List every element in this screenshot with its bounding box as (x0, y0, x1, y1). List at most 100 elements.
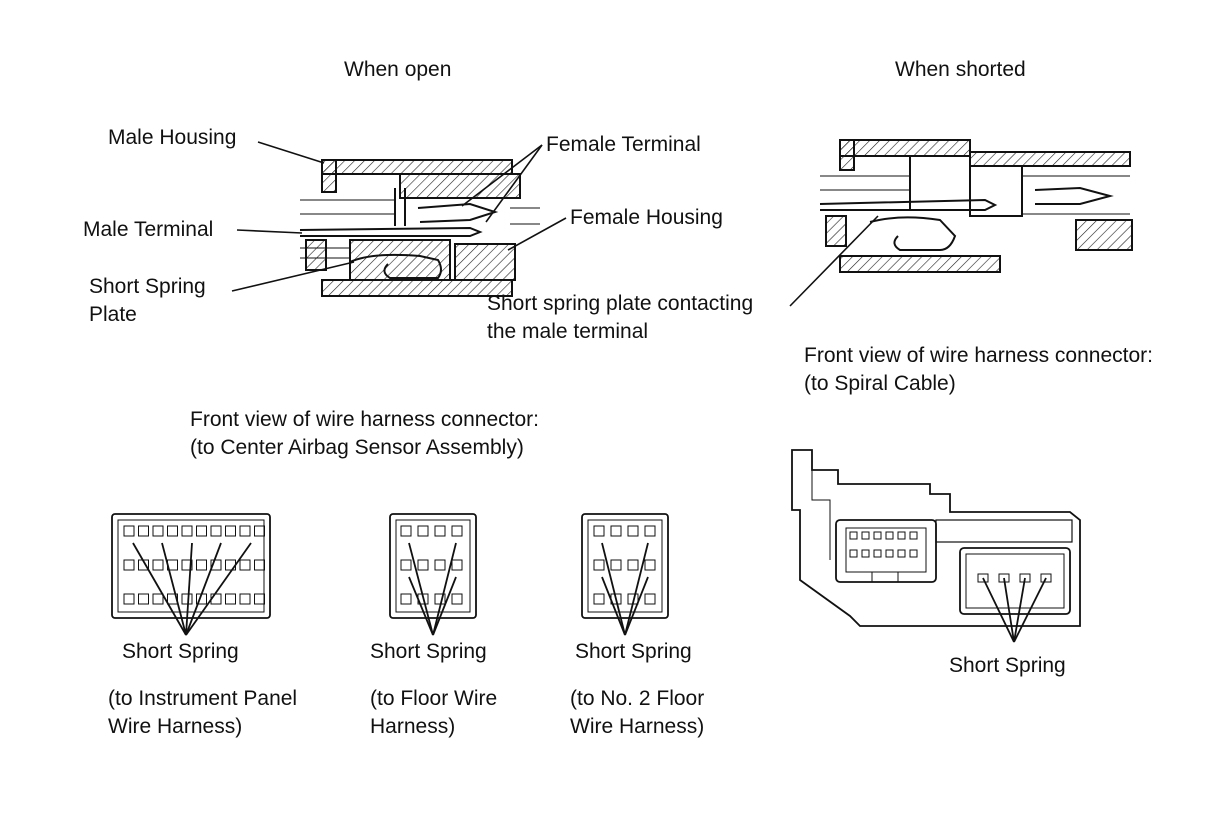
shorted-male-housing-bottom (839, 255, 1001, 273)
terminal-cavity (977, 573, 989, 583)
terminal-cavity (417, 559, 429, 571)
female-terminal-contact (417, 202, 499, 223)
connector-body (389, 513, 477, 619)
terminal-cavity (451, 593, 463, 605)
terminal-cavity (123, 525, 135, 537)
terminal-cavity (152, 559, 164, 571)
connector-body (581, 513, 669, 619)
connector-desc-3-line1: (to No. 2 Floor (570, 687, 705, 710)
terminal-cavity (593, 559, 605, 571)
shorted-female-terminal (1034, 186, 1114, 205)
connector-no2-floor (581, 513, 669, 636)
terminal-cavity (239, 525, 251, 537)
terminal-cavity (254, 593, 265, 605)
shorted-connector-section (819, 139, 1133, 273)
terminal-cavity (138, 593, 149, 605)
terminal-cavity (254, 525, 265, 537)
shorted-female-housing-lower (1075, 219, 1133, 251)
connector-instrument-panel (111, 513, 271, 636)
terminal-cavity (196, 559, 207, 571)
label-contacting-1: Short spring plate contacting (487, 292, 754, 315)
terminal-cavity (610, 525, 622, 537)
terminal-cavity (210, 525, 222, 537)
label-short-spring-plate-2: Plate (89, 303, 137, 326)
connector-desc-1-line2: Wire Harness) (108, 715, 243, 738)
terminal-cavity (210, 559, 222, 571)
terminal-cavity (849, 549, 858, 558)
connector-spiral-cable (791, 449, 1081, 643)
male-housing-top (321, 159, 513, 175)
center-heading-2: (to Center Airbag Sensor Assembly) (190, 436, 524, 459)
terminal-cavity (593, 525, 605, 537)
label-short-spring-plate-1: Short Spring (89, 275, 206, 298)
terminal-cavity (167, 525, 178, 537)
connector-desc-2-line2: Harness) (370, 715, 456, 738)
terminal-cavity (181, 593, 193, 605)
terminal-cavity (400, 593, 412, 605)
terminal-cavity (593, 593, 605, 605)
terminal-cavity (225, 525, 236, 537)
terminal-cavity (239, 559, 251, 571)
terminal-cavity (873, 531, 882, 540)
short-spring-plate (349, 253, 442, 279)
terminal-cavity (627, 525, 639, 537)
male-terminal-blade (299, 226, 483, 237)
terminal-cavity (434, 525, 446, 537)
terminal-cavity (897, 531, 906, 540)
terminal-cavity (644, 559, 656, 571)
terminal-cavity (400, 559, 412, 571)
shorted-title: When shorted (895, 58, 1026, 81)
terminal-cavity (644, 525, 656, 537)
terminal-cavity (138, 525, 149, 537)
center-heading-1: Front view of wire harness connector: (190, 408, 539, 431)
terminal-cavity (998, 573, 1010, 583)
terminal-cavity (181, 559, 193, 571)
terminal-cavity (123, 593, 135, 605)
terminal-cavity (181, 525, 193, 537)
terminal-cavity (909, 531, 918, 540)
terminal-cavity (885, 531, 894, 540)
terminal-cavity (451, 559, 463, 571)
terminal-cavity (873, 549, 882, 558)
terminal-cavity (885, 549, 894, 558)
terminal-cavity (644, 593, 656, 605)
shorted-female-housing-top (969, 151, 1131, 167)
terminal-cavity (239, 593, 251, 605)
terminal-cavity (152, 593, 164, 605)
terminal-cavity (909, 549, 918, 558)
open-title: When open (344, 58, 452, 81)
open-connector-section (299, 159, 540, 297)
shorted-male-terminal (819, 198, 998, 211)
spiral-heading-2: (to Spiral Cable) (804, 372, 956, 395)
shorted-male-housing-top (839, 139, 971, 157)
male-housing-bottom (321, 279, 513, 297)
left-wall (305, 239, 327, 271)
short-spring-label-3: Short Spring (575, 640, 692, 663)
terminal-cavity (196, 525, 207, 537)
connector-body (111, 513, 271, 619)
shorted-spring-plate (869, 216, 957, 251)
label-male-housing: Male Housing (108, 126, 237, 149)
label-male-terminal: Male Terminal (83, 218, 214, 241)
terminal-cavity (400, 525, 412, 537)
male-housing-lip (321, 159, 337, 193)
terminal-cavity (861, 549, 870, 558)
terminal-cavity (861, 531, 870, 540)
open-leader-lines (231, 141, 567, 292)
spiral-heading-1: Front view of wire harness connector: (804, 344, 1153, 367)
terminal-cavity (1019, 573, 1031, 583)
terminal-cavity (254, 559, 265, 571)
spiral-short-spring-label: Short Spring (949, 654, 1066, 677)
label-contacting-2: the male terminal (487, 320, 649, 343)
terminal-cavity (849, 531, 858, 540)
female-housing-top (399, 173, 521, 199)
connector-floor (389, 513, 477, 636)
shorted-female-block (969, 165, 1023, 217)
female-housing-lower (454, 243, 516, 281)
short-spring-label-2: Short Spring (370, 640, 487, 663)
terminal-cavity (152, 525, 164, 537)
terminal-cavity (610, 559, 622, 571)
terminal-cavity (225, 593, 236, 605)
short-spring-label-1: Short Spring (122, 640, 239, 663)
